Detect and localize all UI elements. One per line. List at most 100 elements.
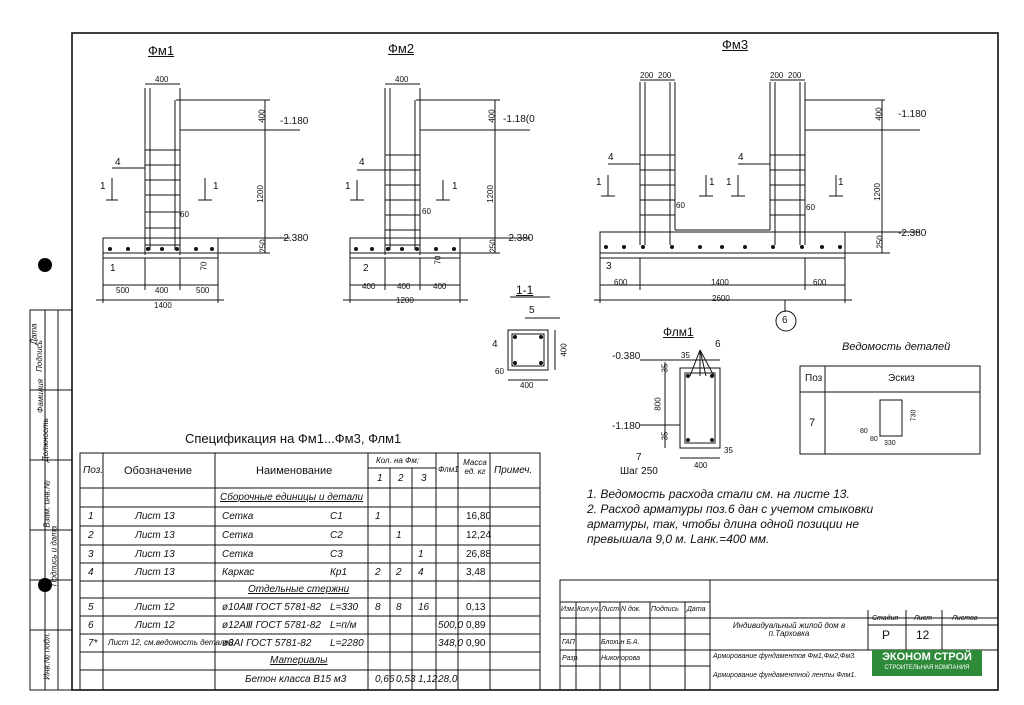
position-mark: 7 xyxy=(636,452,642,463)
logo-name: ЭКОНОМ СТРОЙ xyxy=(882,651,972,663)
spec-header-massa: Масса ед. кг xyxy=(463,458,487,476)
dim-label: 1200 xyxy=(396,296,414,305)
dim-label: 200 xyxy=(658,71,672,80)
position-mark: 6 xyxy=(782,315,788,326)
elevation-mark: -1.180 xyxy=(612,421,641,432)
spec-cell-pos: 7* xyxy=(88,638,98,649)
stamp-razr-name: Никонорова xyxy=(601,655,641,662)
elevation-mark: -1.180 xyxy=(280,116,309,127)
dim-label: 800 xyxy=(653,397,663,411)
section-title: 1-1 xyxy=(516,283,534,297)
dim-label: 250 xyxy=(875,235,885,249)
position-mark: 3 xyxy=(606,261,612,272)
logo-subtitle: СТРОИТЕЛЬНАЯ КОМПАНИЯ xyxy=(884,665,970,671)
dim-label: 35 xyxy=(724,446,733,455)
vedomost-header-poz: Поз xyxy=(805,373,823,384)
dim-label: 60 xyxy=(676,201,685,210)
stamp-stadia-header: Стадия xyxy=(872,615,899,622)
spec-cell-k2: 1 xyxy=(396,530,402,541)
spec-cell-massa: 26,88 xyxy=(466,549,492,560)
stamp-project: Индивидуальный жилой дом в п.Тарховка xyxy=(732,621,846,638)
dim-label: 1400 xyxy=(154,301,172,310)
dim-label: 400 xyxy=(874,107,884,121)
dim-label: 70 xyxy=(433,255,443,265)
spec-cell-k1: 8 xyxy=(375,602,381,613)
spec-cell-oboz: Лист 13 xyxy=(135,530,175,541)
spec-cell-k2: 0,53 xyxy=(396,674,416,685)
spec-cell-mark: Кр1 xyxy=(330,567,348,578)
stamp-title2: Армирование фундаментной ленты Флм1. xyxy=(713,672,857,679)
position-mark: 4 xyxy=(608,152,614,163)
elevation-mark: -2.380 xyxy=(280,233,309,244)
position-mark: 1 xyxy=(110,263,116,274)
dim-label: 200 xyxy=(640,71,654,80)
spec-cell-mark: С1 xyxy=(330,511,343,522)
stamp-listov-header: Листов xyxy=(952,615,978,622)
dim-label: 400 xyxy=(487,109,497,123)
spec-cell-massa: 0,13 xyxy=(466,602,486,613)
spec-header-flm: Флм1 xyxy=(438,465,459,474)
spec-section-ot: Отдельные стержни xyxy=(248,584,350,595)
spec-header-kol: Кол. на Фм: xyxy=(376,456,420,465)
spec-cell-pos: 5 xyxy=(88,602,94,613)
spec-cell-k2: 2 xyxy=(396,567,402,578)
dim-label: 400 xyxy=(155,75,169,84)
spec-cell-naim: Сетка xyxy=(222,511,254,522)
spec-cell-k1: 0,66 xyxy=(375,674,395,685)
dim-label: 500 xyxy=(116,286,130,295)
dim-label: 400 xyxy=(257,109,267,123)
dim-label: 200 xyxy=(770,71,784,80)
spec-cell-k3: 4 xyxy=(418,567,424,578)
spec-cell-oboz: Лист 12, см.ведомость деталей xyxy=(108,638,234,647)
side-stamp-label: Должность xyxy=(40,418,50,462)
side-stamp-label: Подпись и дата xyxy=(49,525,59,587)
spec-cell-k3: 1 xyxy=(418,549,424,560)
spec-cell-pos: 3 xyxy=(88,549,94,560)
spec-cell-pos: 1 xyxy=(88,511,94,522)
spec-cell-flm: 500,0 xyxy=(438,620,464,631)
vedomost-table xyxy=(799,365,981,455)
fm3-title: Фм3 xyxy=(722,37,749,52)
position-mark: 4 xyxy=(492,339,498,350)
notes: 1. Ведомость расхода стали см. на листе … xyxy=(587,487,917,547)
spec-cell-naim: Каркас xyxy=(222,567,255,578)
spec-cell-oboz: Лист 12 xyxy=(135,602,175,613)
note-1: 1. Ведомость расхода стали см. на листе … xyxy=(587,487,850,501)
spec-cell-flm: 348,0 xyxy=(438,638,464,649)
spec-cell-k3: 16 xyxy=(418,602,430,613)
dim-label: 35 xyxy=(660,431,670,441)
step-label: Шаг 250 xyxy=(620,466,658,477)
dim-label: 250 xyxy=(258,239,268,253)
spec-cell-pos: 6 xyxy=(88,620,94,631)
stamp-title1: Армирование фундаментов Фм1,Фм2,Фм3. xyxy=(713,653,857,660)
stamp-gap-label: ГАП xyxy=(562,639,575,646)
section-1-1 xyxy=(507,296,560,381)
fm3-drawing xyxy=(594,79,920,332)
spec-cell-massa: 12,24 xyxy=(466,530,492,541)
punch-hole xyxy=(38,578,52,592)
spec-cell-oboz: Лист 13 xyxy=(135,511,175,522)
stamp-header-cell: Дата xyxy=(687,606,706,613)
dim-label: 60 xyxy=(495,367,504,376)
spec-cell-k3: 1,12 xyxy=(418,674,438,685)
side-stamp-label: Взам. инв.№ xyxy=(42,480,52,528)
section-mark: 1 xyxy=(452,181,458,192)
dim-label: 70 xyxy=(199,261,209,271)
dim-label: 600 xyxy=(813,278,827,287)
dim-label: 1400 xyxy=(711,278,729,287)
elevation-mark: -2.380 xyxy=(505,233,534,244)
spec-cell-massa: 0,90 xyxy=(466,638,486,649)
fm2-drawing xyxy=(343,83,530,303)
dim-label: 400 xyxy=(362,282,376,291)
stamp-header-cell: Кол.уч. xyxy=(577,606,600,613)
spec-section-mat: Материалы xyxy=(270,655,328,666)
dim-label: 35 xyxy=(660,363,670,373)
stamp-header-cell: Лист xyxy=(601,606,620,613)
dim-label: 60 xyxy=(806,203,815,212)
side-stamp-label: Инв.№ подл. xyxy=(42,632,52,680)
spec-header-pos: Поз. xyxy=(83,465,104,476)
spec-cell-massa: 3,48 xyxy=(466,567,486,578)
position-mark: 4 xyxy=(738,152,744,163)
dim-label: 600 xyxy=(614,278,628,287)
